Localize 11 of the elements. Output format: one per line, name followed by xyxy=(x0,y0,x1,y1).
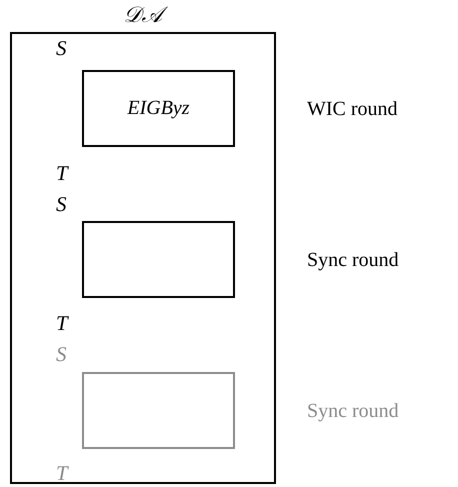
boundary-label: T xyxy=(56,161,68,185)
round-label: Sync round xyxy=(307,248,399,272)
boundary-label: S xyxy=(56,192,66,216)
boundary-label: T xyxy=(56,461,68,485)
boundary-label: S xyxy=(56,36,66,60)
boundary-label: T xyxy=(56,311,68,335)
round-label: WIC round xyxy=(307,96,398,120)
round-label: Sync round xyxy=(307,398,399,422)
box-label: EIGByz xyxy=(127,97,190,120)
frame-title: 𝒟𝒜 xyxy=(12,1,274,29)
boundary-label: S xyxy=(56,342,66,366)
